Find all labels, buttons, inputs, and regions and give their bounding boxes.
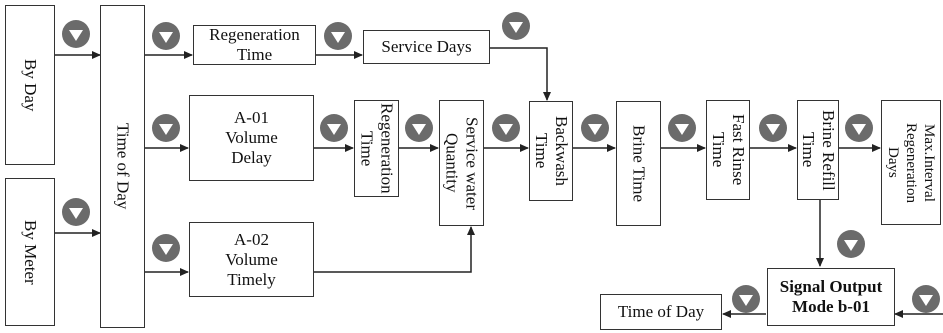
regeneration-time-mid-label: Regeneration Time [357,103,397,194]
down-arrow-button-icon[interactable] [835,228,867,260]
down-arrow-button-icon[interactable] [579,112,611,144]
max-interval-regeneration-days-box: Max.Interval Regeneration Days [881,100,941,225]
down-arrow-button-icon[interactable] [490,112,522,144]
a02-volume-timely-box: A-02 Volume Timely [189,222,314,297]
signal-output-mode-label: Signal Output Mode b-01 [779,277,883,316]
down-arrow-button-icon[interactable] [60,196,92,228]
regeneration-time-top-box: Regeneration Time [193,25,316,65]
regeneration-time-mid-box: Regeneration Time [354,100,399,197]
backwash-time-box: Backwash Time [529,101,573,201]
down-arrow-button-icon[interactable] [150,232,182,264]
time-of-day-main-box: Time of Day [100,5,145,328]
time-of-day-bottom-box: Time of Day [600,294,722,330]
service-days-label: Service Days [381,37,472,56]
down-arrow-button-icon[interactable] [843,112,875,144]
down-arrow-button-icon[interactable] [150,20,182,52]
down-arrow-button-icon[interactable] [730,283,762,315]
service-water-quantity-box: Service water Quantity [439,100,484,226]
brine-refill-time-box: Brine Refill Time [797,100,839,200]
max-interval-regeneration-days-label: Max.Interval Regeneration Days [885,122,937,203]
brine-time-label: Brine Time [629,125,649,202]
service-days-box: Service Days [363,30,490,64]
arrow-a02-servicewater [314,226,475,273]
down-arrow-button-icon[interactable] [318,112,350,144]
brine-time-box: Brine Time [616,101,661,226]
a01-volume-delay-box: A-01 Volume Delay [189,95,314,181]
a02-volume-timely-label: A-02 Volume Timely [225,229,278,289]
brine-refill-time-label: Brine Refill Time [799,109,838,191]
by-meter-label: By Meter [21,219,40,285]
regeneration-time-top-label: Regeneration Time [209,25,300,64]
time-of-day-bottom-label: Time of Day [617,302,705,321]
down-arrow-button-icon[interactable] [403,112,435,144]
by-meter-box: By Meter [5,178,55,326]
arrow-servicedays-backwash [490,47,551,101]
time-of-day-main-label: Time of Day [113,123,133,210]
down-arrow-button-icon[interactable] [757,112,789,144]
service-water-quantity-label: Service water Quantity [442,116,482,210]
down-arrow-button-icon[interactable] [910,283,942,315]
down-arrow-button-icon[interactable] [322,20,354,52]
a01-volume-delay-label: A-01 Volume Delay [225,108,278,167]
down-arrow-button-icon[interactable] [500,10,532,42]
signal-output-mode-box: Signal Output Mode b-01 [767,268,895,326]
down-arrow-button-icon[interactable] [666,112,698,144]
by-day-label: By Day [21,58,40,112]
fast-rinse-time-box: Fast Rinse Time [706,100,750,200]
fast-rinse-time-label: Fast Rinse Time [709,114,748,186]
down-arrow-button-icon[interactable] [60,18,92,50]
backwash-time-label: Backwash Time [532,116,571,186]
down-arrow-button-icon[interactable] [150,112,182,144]
by-day-box: By Day [5,5,55,165]
